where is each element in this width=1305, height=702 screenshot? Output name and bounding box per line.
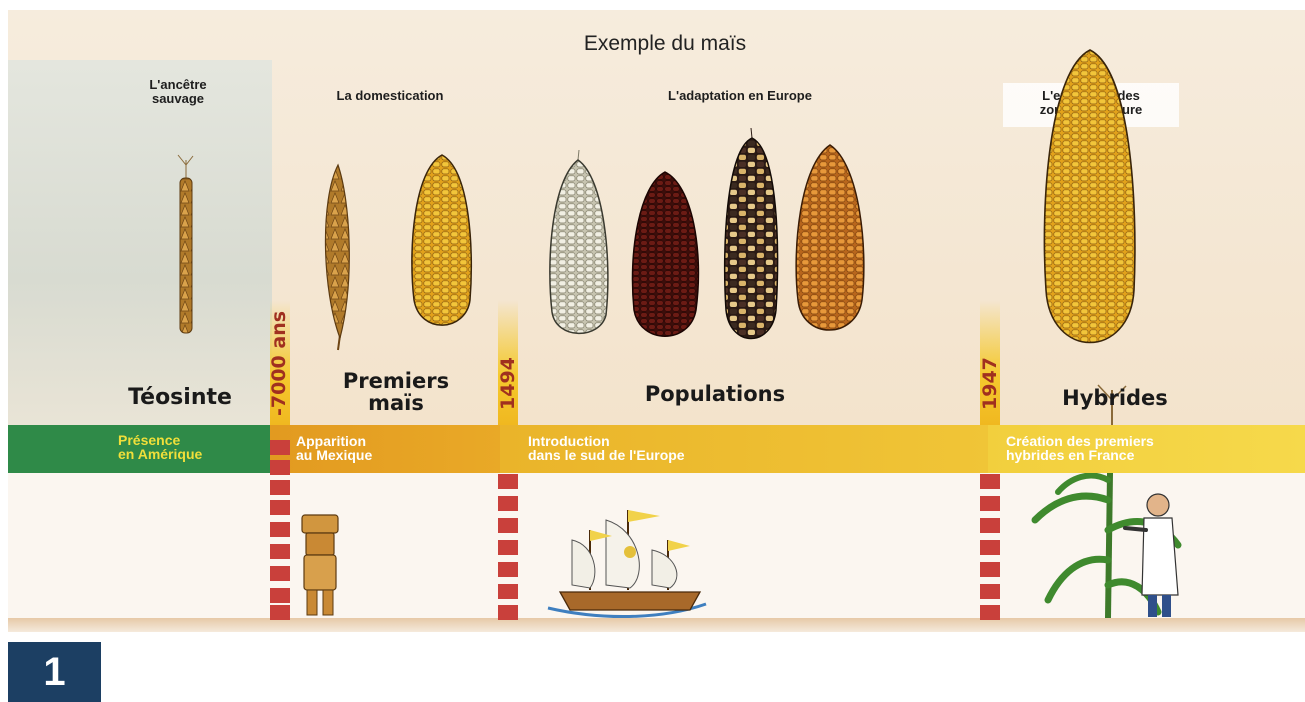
band-label-france: Création des premiers hybrides en France [1006, 434, 1154, 462]
marker-1947 [980, 300, 1000, 620]
early-maize-spike [325, 165, 349, 350]
aztec-statue [302, 515, 338, 615]
name-populations: Populations [600, 382, 830, 406]
band-label-europe: Introduction dans le sud de l'Europe [528, 434, 685, 462]
band-label-mexico: Apparition au Mexique [296, 434, 372, 462]
caravel-ship [548, 510, 706, 617]
orange-maize-ear [796, 145, 864, 330]
name-teosinte: Téosinte [110, 385, 250, 410]
marker-1494 [498, 300, 518, 620]
figure-number: 1 [8, 642, 101, 702]
date-1494: 1494 [497, 357, 519, 410]
date-7000-ans: -7000 ans [268, 311, 290, 416]
early-maize-ear [412, 155, 471, 325]
hybrid-maize-ear [1044, 50, 1135, 343]
multicolor-maize-ear [725, 128, 778, 339]
scientist-figure [1125, 494, 1178, 617]
red-maize-ear [632, 172, 698, 336]
date-1947: 1947 [979, 357, 1001, 410]
white-maize-ear [550, 150, 608, 333]
teosinte-ear [178, 155, 193, 333]
name-premiers-mais: Premiers maïs [316, 370, 476, 414]
band-label-america: Présence en Amérique [118, 433, 202, 461]
name-hybrides: Hybrides [1040, 386, 1190, 410]
